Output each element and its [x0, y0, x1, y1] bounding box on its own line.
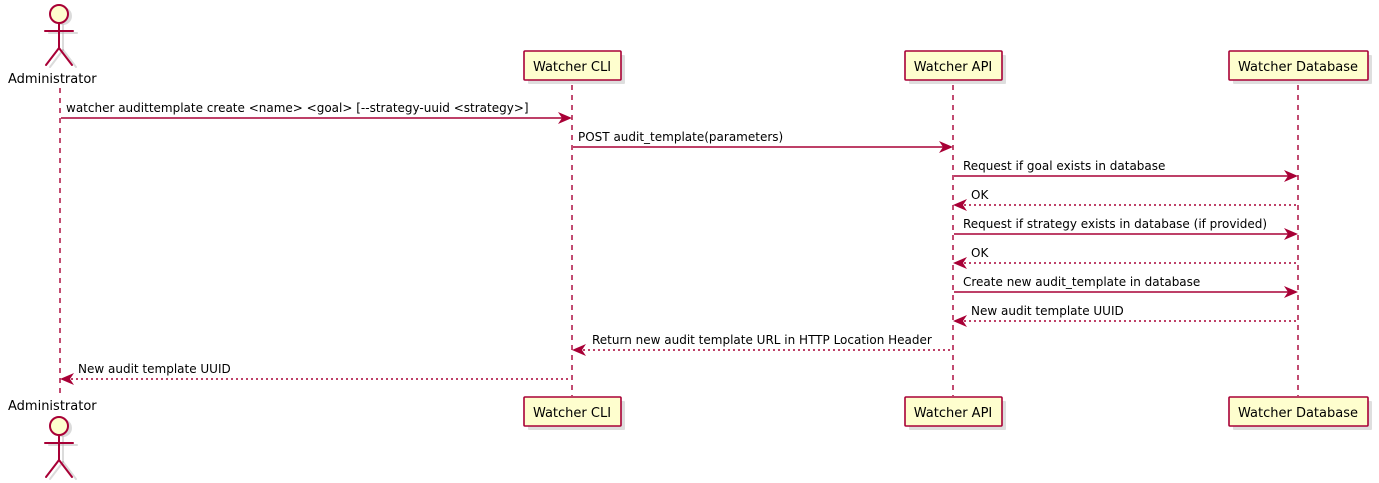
- participant-box-watcher-cli-bottom[interactable]: Watcher CLI: [523, 396, 625, 430]
- message-1-label: POST audit_template(parameters): [578, 130, 783, 144]
- actor-label-administrator-top: Administrator: [8, 72, 97, 87]
- message-9-label: New audit template UUID: [78, 362, 231, 376]
- message-3[interactable]: OK: [953, 188, 1297, 211]
- participant-box-watcher-api-top[interactable]: Watcher API: [904, 50, 1006, 84]
- actor-label-administrator-bottom: Administrator: [8, 399, 97, 414]
- participant-label-watcher-cli-top: Watcher CLI: [533, 60, 611, 75]
- message-6-label: Create new audit_template in database: [963, 275, 1200, 289]
- message-9-arrowhead-left-icon: [60, 373, 74, 385]
- message-9[interactable]: New audit template UUID: [60, 362, 571, 385]
- message-8-label: Return new audit template URL in HTTP Lo…: [592, 333, 932, 347]
- message-5-label: OK: [971, 246, 989, 260]
- message-5-arrowhead-left-icon: [953, 257, 967, 269]
- message-7-arrowhead-left-icon: [953, 315, 967, 327]
- message-2-arrowhead-right-icon: [1284, 170, 1298, 182]
- participant-label-watcher-database-bottom: Watcher Database: [1238, 406, 1358, 421]
- actor-figure-icon-bottom: [44, 416, 74, 478]
- message-3-label: OK: [971, 188, 989, 202]
- message-5[interactable]: OK: [953, 246, 1297, 269]
- message-8[interactable]: Return new audit template URL in HTTP Lo…: [572, 333, 952, 356]
- message-0[interactable]: watcher audittemplate create <name> <goa…: [61, 101, 572, 124]
- participant-box-watcher-cli-top[interactable]: Watcher CLI: [523, 50, 625, 84]
- message-0-label: watcher audittemplate create <name> <goa…: [66, 101, 529, 115]
- message-4-label: Request if strategy exists in database (…: [963, 217, 1267, 231]
- participant-box-watcher-api-bottom[interactable]: Watcher API: [904, 396, 1006, 430]
- lifelines: [59, 85, 1299, 396]
- message-6-arrowhead-right-icon: [1284, 286, 1298, 298]
- message-2-label: Request if goal exists in database: [963, 159, 1165, 173]
- message-7-label: New audit template UUID: [971, 304, 1124, 318]
- participant-label-watcher-api-top: Watcher API: [914, 60, 993, 75]
- message-0-arrowhead-right-icon: [558, 112, 572, 124]
- participant-label-watcher-api-bottom: Watcher API: [914, 406, 993, 421]
- actor-figure-icon: [44, 4, 74, 66]
- participant-box-watcher-database-bottom[interactable]: Watcher Database: [1228, 396, 1372, 430]
- message-1[interactable]: POST audit_template(parameters): [573, 130, 953, 153]
- message-4-arrowhead-right-icon: [1284, 228, 1298, 240]
- participant-box-watcher-database-top[interactable]: Watcher Database: [1228, 50, 1372, 84]
- participant-label-watcher-cli-bottom: Watcher CLI: [533, 406, 611, 421]
- message-4[interactable]: Request if strategy exists in database (…: [954, 217, 1298, 240]
- message-1-arrowhead-right-icon: [939, 141, 953, 153]
- participant-label-watcher-database-top: Watcher Database: [1238, 60, 1358, 75]
- message-7[interactable]: New audit template UUID: [953, 304, 1297, 327]
- message-3-arrowhead-left-icon: [953, 199, 967, 211]
- message-6[interactable]: Create new audit_template in database: [954, 275, 1298, 298]
- actor-administrator-bottom[interactable]: Administrator: [8, 399, 97, 480]
- actor-administrator-top[interactable]: Administrator: [8, 4, 97, 87]
- message-2[interactable]: Request if goal exists in database: [954, 159, 1298, 182]
- message-8-arrowhead-left-icon: [572, 344, 586, 356]
